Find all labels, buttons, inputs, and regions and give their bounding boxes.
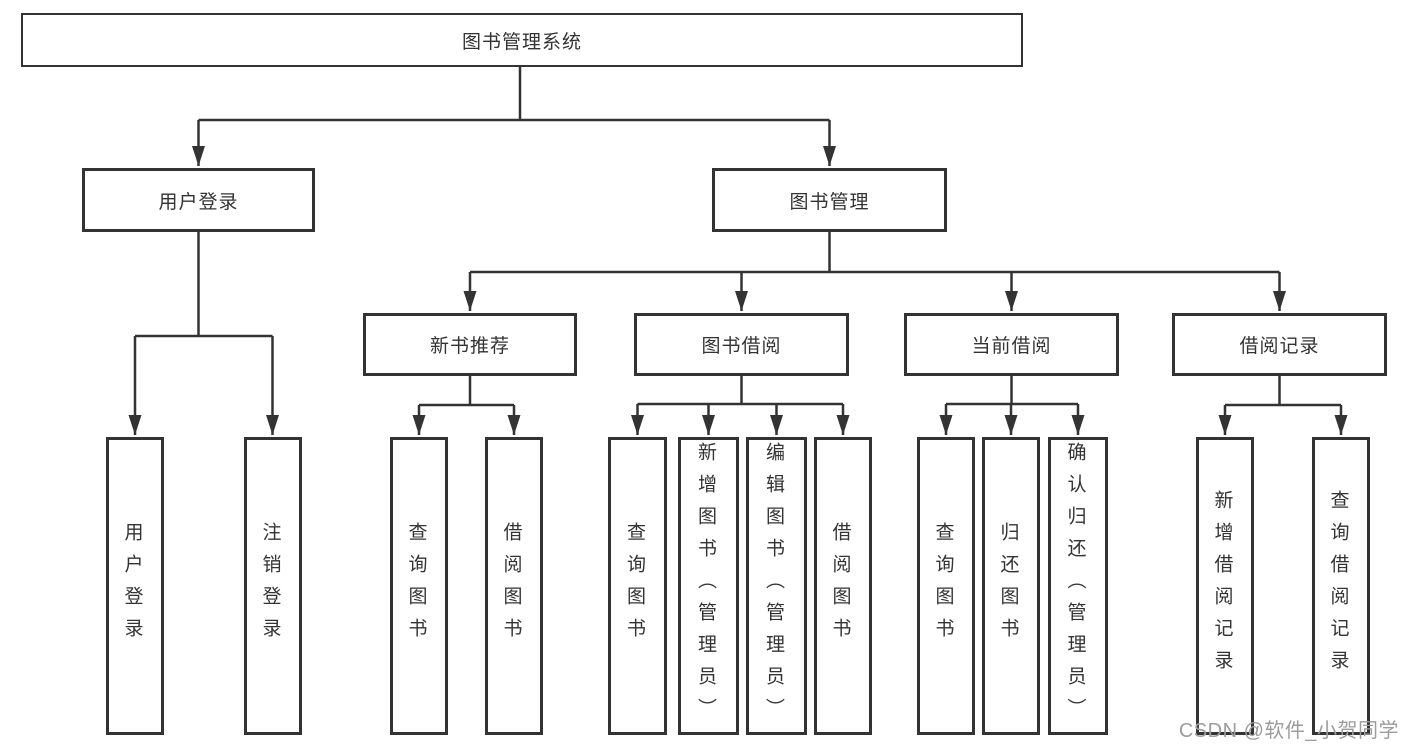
node-borrow-records: 借阅记录	[1172, 313, 1387, 376]
csdn-watermark: CSDN @软件_小贺同学	[1178, 720, 1399, 742]
leaf-logout: 注销登录	[244, 437, 302, 735]
leaf-user-login: 用户登录	[106, 437, 164, 735]
leaf-cb-return-books: 归还图书	[982, 437, 1040, 735]
leaf-bb-add-books-admin: 新增图书（管理员）	[678, 437, 739, 735]
node-current-borrow: 当前借阅	[904, 313, 1119, 376]
leaf-br-query-record: 查询借阅记录	[1312, 437, 1370, 735]
leaf-bb-edit-books-admin: 编辑图书（管理员）	[746, 437, 807, 735]
leaf-cb-confirm-return-admin: 确认归还（管理员）	[1048, 437, 1108, 735]
leaf-cb-query-books: 查询图书	[917, 437, 975, 735]
leaf-br-add-record: 新增借阅记录	[1196, 437, 1254, 735]
node-library-system: 图书管理系统	[21, 13, 1023, 67]
node-new-book-recommend: 新书推荐	[363, 313, 577, 376]
leaf-nb-borrow-books: 借阅图书	[485, 437, 543, 735]
node-book-management: 图书管理	[712, 168, 947, 232]
leaf-bb-query-books: 查询图书	[608, 437, 667, 735]
leaf-bb-borrow-books: 借阅图书	[814, 437, 872, 735]
leaf-nb-query-books: 查询图书	[390, 437, 448, 735]
node-user-login: 用户登录	[82, 168, 315, 232]
node-book-borrow: 图书借阅	[634, 313, 849, 376]
